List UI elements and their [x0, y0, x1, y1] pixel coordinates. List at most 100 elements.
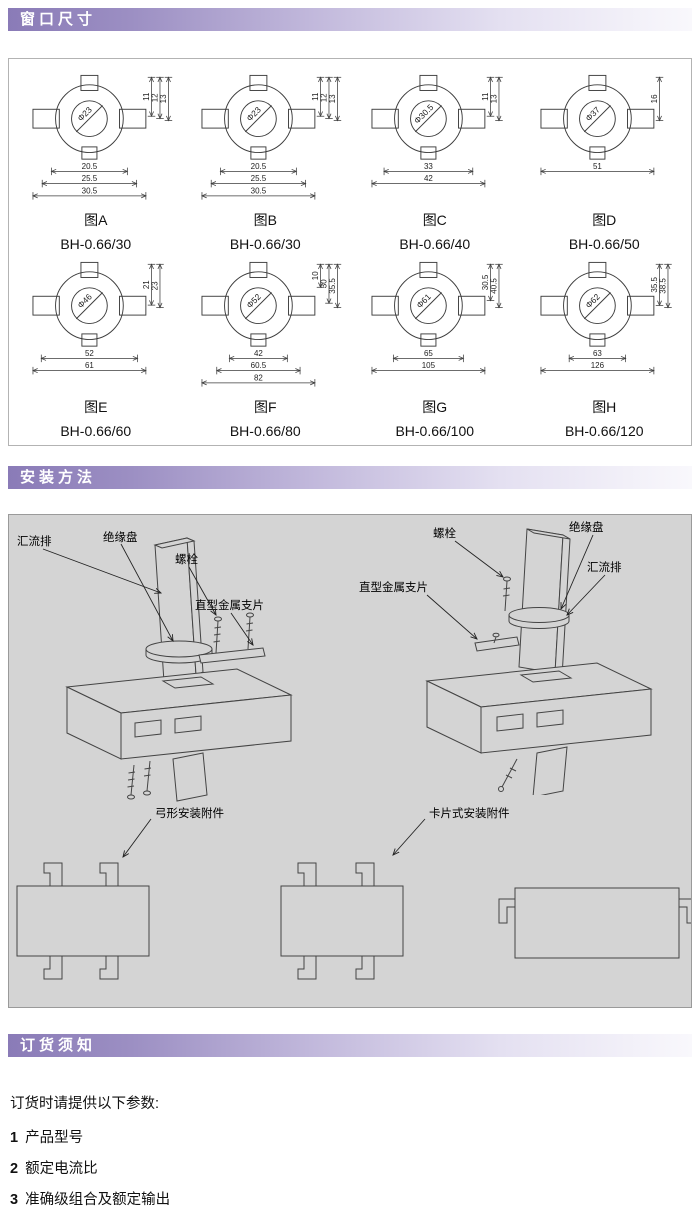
label-insulation-disc: 绝缘盘 — [103, 530, 138, 544]
ordering-item-text: 额定电流比 — [25, 1161, 98, 1177]
svg-text:35.5: 35.5 — [328, 277, 337, 293]
ordering-item-number: 2 — [10, 1161, 19, 1177]
svg-text:Φ61: Φ61 — [414, 291, 433, 310]
installation-panel: 汇流排 绝缘盘 螺栓 直型金属支片 — [8, 514, 692, 1008]
svg-text:13: 13 — [489, 93, 498, 102]
svg-text:23: 23 — [150, 280, 159, 289]
svg-text:Φ46: Φ46 — [75, 291, 94, 310]
svg-text:52: 52 — [85, 349, 94, 358]
ordering-item-number: 3 — [10, 1192, 19, 1208]
svg-text:30: 30 — [320, 278, 329, 287]
svg-text:16: 16 — [650, 93, 659, 102]
svg-text:60.5: 60.5 — [251, 361, 267, 370]
svg-text:11: 11 — [311, 92, 320, 101]
label-bow-accessory: 弓形安装附件 — [155, 806, 224, 820]
label-straight-metal-clip: 直型金属支片 — [195, 598, 264, 612]
leader-lines — [426, 534, 606, 639]
mounting-accessories-diagram: 弓形安装附件 卡片式安装附件 — [16, 806, 691, 980]
leader-lines — [42, 543, 253, 645]
svg-text:33: 33 — [424, 162, 433, 171]
metal-clip-drawing — [474, 632, 520, 652]
ordering-item: 2 额定电流比 — [10, 1157, 690, 1178]
plate-accessory-drawing — [498, 887, 691, 959]
section-header-ordering-notes: 订货须知 — [8, 1034, 692, 1057]
ordering-item-number: 1 — [10, 1130, 19, 1146]
svg-text:38.5: 38.5 — [659, 277, 668, 293]
svg-text:51: 51 — [593, 162, 602, 171]
installation-diagram-left: 汇流排 绝缘盘 螺栓 直型金属支片 — [17, 530, 293, 802]
figure-cell-d: Φ37 51 16 图D BH-0.66/50 — [520, 65, 690, 252]
figure-model: BH-0.66/80 — [229, 422, 301, 439]
card-accessory-drawing — [280, 862, 404, 980]
svg-text:30.5: 30.5 — [251, 186, 267, 195]
svg-text:Φ52: Φ52 — [245, 291, 264, 310]
figure-caption: 图F — [253, 398, 277, 415]
svg-text:61: 61 — [85, 361, 94, 370]
svg-text:Φ37: Φ37 — [584, 104, 603, 123]
svg-text:35.5: 35.5 — [650, 276, 659, 292]
figure-model: BH-0.66/120 — [564, 422, 644, 439]
label-bolt: 螺栓 — [175, 552, 198, 566]
svg-text:12: 12 — [320, 92, 329, 101]
svg-text:40.5: 40.5 — [489, 277, 498, 293]
installation-diagram-right: 螺栓 绝缘盘 直型金属支片 汇流排 — [359, 520, 653, 795]
ordering-item-text: 准确级组合及额定输出 — [25, 1192, 171, 1208]
ordering-intro: 订货时请提供以下参数: — [10, 1096, 160, 1112]
bolts-drawing — [127, 612, 254, 800]
svg-text:42: 42 — [424, 174, 433, 183]
svg-text:25.5: 25.5 — [81, 174, 97, 183]
label-card-accessory: 卡片式安装附件 — [429, 806, 510, 820]
svg-text:42: 42 — [254, 349, 263, 358]
ordering-item: 1 产品型号 — [10, 1126, 690, 1147]
svg-text:20.5: 20.5 — [251, 162, 267, 171]
figure-model: BH-0.66/100 — [395, 422, 475, 439]
figure-caption: 图D — [592, 211, 617, 228]
ordering-item: 3 准确级组合及额定输出 — [10, 1188, 690, 1209]
section-title: 安装方法 — [20, 469, 97, 486]
insulation-disc-drawing — [508, 607, 570, 629]
label-busbar: 汇流排 — [17, 534, 52, 548]
figure-model: BH-0.66/30 — [229, 235, 301, 252]
svg-text:105: 105 — [422, 361, 436, 370]
figure-model: BH-0.66/50 — [568, 235, 640, 252]
svg-text:11: 11 — [481, 92, 490, 101]
section-title: 订货须知 — [20, 1037, 97, 1054]
metal-clip-drawing — [198, 647, 266, 664]
ordering-item-text: 产品型号 — [25, 1130, 84, 1146]
svg-text:126: 126 — [591, 361, 605, 370]
svg-text:Φ23: Φ23 — [75, 104, 94, 123]
figure-caption: 图E — [84, 398, 108, 415]
section-title: 窗口尺寸 — [20, 11, 97, 28]
label-busbar: 汇流排 — [587, 560, 622, 574]
window-drawing: Φ37 51 16 — [540, 74, 664, 175]
svg-text:Φ62: Φ62 — [584, 291, 603, 310]
figure-caption: 图H — [592, 398, 617, 415]
section-header-window-dimensions: 窗口尺寸 — [8, 8, 692, 31]
figure-caption: 图G — [422, 398, 448, 415]
transformer-block-drawing — [65, 668, 293, 802]
bottom-screw-drawing — [498, 758, 518, 792]
figure-caption: 图B — [253, 211, 277, 228]
insulation-disc-drawing — [145, 640, 213, 664]
figure-caption: 图C — [422, 211, 447, 228]
svg-text:12: 12 — [150, 92, 159, 101]
svg-text:13: 13 — [159, 93, 168, 102]
